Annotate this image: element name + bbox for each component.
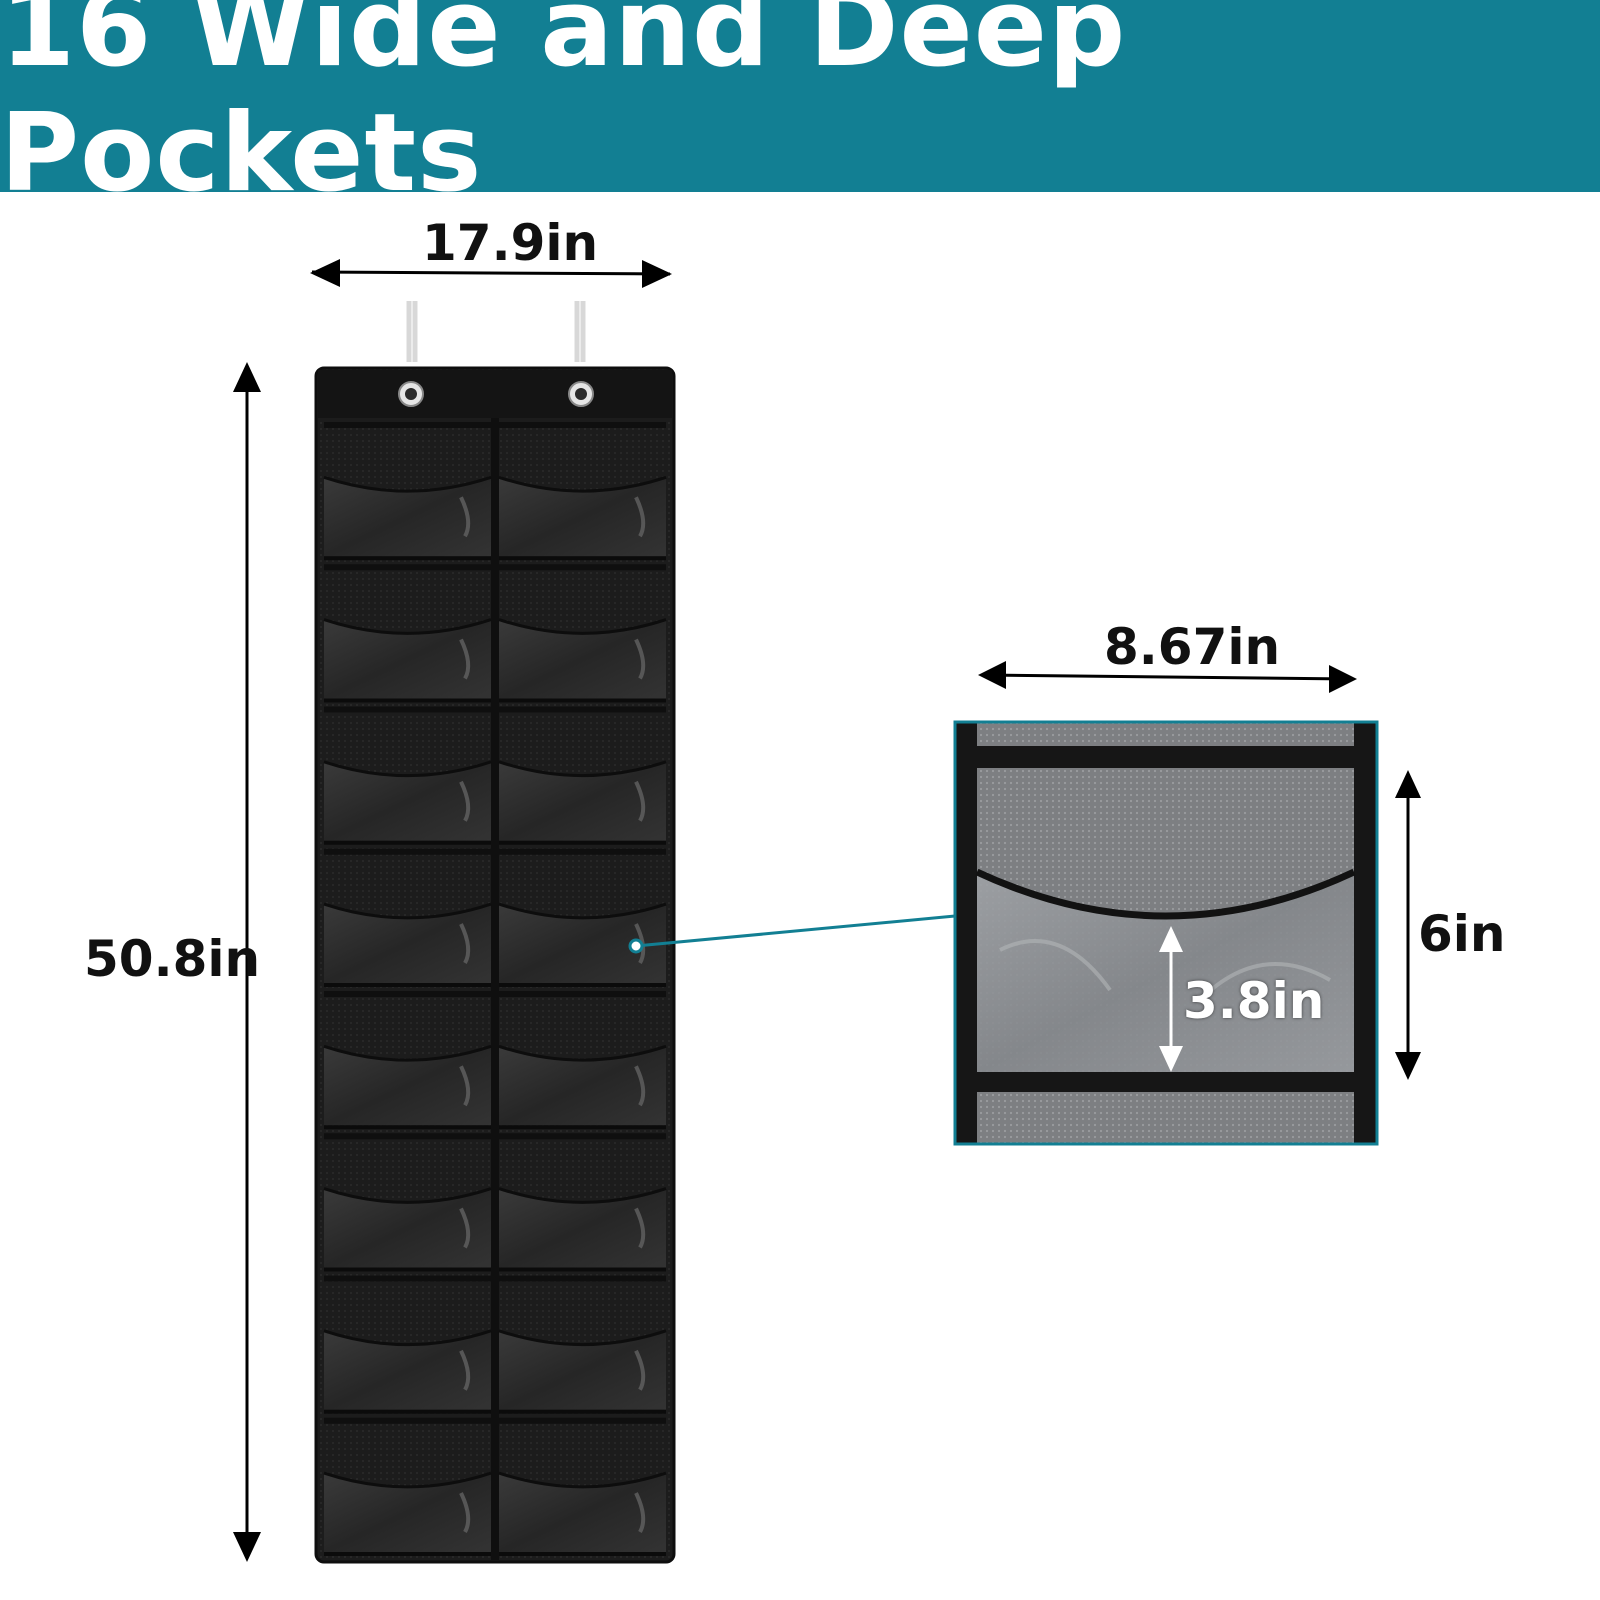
door-hook-left (406, 301, 418, 362)
pocket (498, 706, 667, 845)
title-banner: 16 Wide and Deep Pockets (0, 0, 1600, 216)
callout-line (635, 914, 956, 948)
pocket (498, 1417, 667, 1556)
pocket (323, 564, 492, 703)
pocket-width-arrow (984, 673, 1351, 681)
pocket (498, 564, 667, 703)
pocket (498, 1133, 667, 1272)
total-width-arrow-left-head (310, 259, 340, 287)
pocket (498, 422, 667, 561)
door-hook-right (574, 301, 586, 362)
pocket (323, 991, 492, 1130)
pocket (323, 1417, 492, 1556)
pocket-depth-label: 3.8in (1183, 972, 1325, 1030)
pocket-height-arrow-top-head (1395, 770, 1421, 798)
pocket (498, 991, 667, 1130)
total-width-arrow-right-head (642, 260, 672, 288)
pocket-detail-panel (953, 720, 1379, 1146)
organizer-header (318, 370, 672, 418)
pocket (498, 848, 667, 987)
pocket-height-label: 6in (1418, 905, 1506, 963)
pocket-width-arrow-left-head (978, 661, 1006, 689)
pocket (498, 1275, 667, 1414)
pocket-depth-arrow-top-head (1159, 926, 1183, 952)
pocket (323, 1275, 492, 1414)
pocket-width-arrow-right-head (1329, 665, 1357, 693)
total-width-label: 17.9in (422, 214, 599, 272)
pocket-grid (323, 422, 667, 1556)
total-height-arrow-bottom-head (233, 1532, 261, 1562)
pocket-height-arrow-bottom-head (1395, 1052, 1421, 1080)
total-height-arrow-top-head (233, 362, 261, 392)
pocket (323, 1133, 492, 1272)
pocket-depth-arrow-bottom-head (1159, 1046, 1183, 1072)
banner-title: 16 Wide and Deep Pockets (0, 0, 1127, 216)
total-height-label: 50.8in (84, 930, 261, 988)
pocket (323, 706, 492, 845)
total-width-arrow (311, 270, 671, 276)
pocket (323, 422, 492, 561)
pocket-width-label: 8.67in (1104, 618, 1281, 676)
callout-dot (628, 938, 644, 954)
pocket (323, 848, 492, 987)
